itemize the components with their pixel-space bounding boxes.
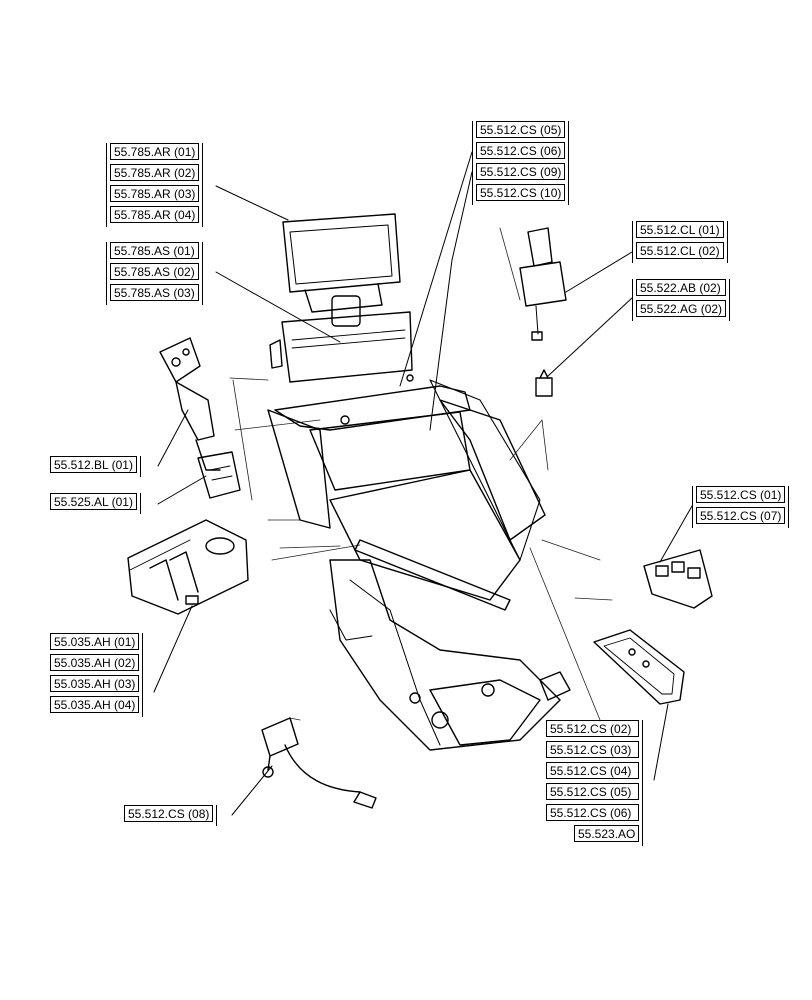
callout-label[interactable]: 55.512.BL (01) [50, 456, 137, 473]
callout-group-left-module: 55.035.AH (01) 55.035.AH (02) 55.035.AH … [50, 633, 144, 717]
callout-group-display: 55.785.AR (01) 55.785.AR (02) 55.785.AR … [106, 143, 204, 227]
callout-label[interactable]: 55.785.AR (03) [110, 185, 200, 202]
callout-group-switch: 55.522.AB (02) 55.522.AG (02) [632, 279, 731, 321]
callout-label[interactable]: 55.512.CS (05) [546, 783, 640, 800]
wire-harness [261, 717, 377, 809]
right-switch-module [643, 549, 713, 609]
callout-group-joystick: 55.512.CL (01) 55.512.CL (02) [632, 221, 728, 263]
callout-label[interactable]: 55.512.CS (04) [546, 762, 640, 779]
callout-label[interactable]: 55.522.AG (02) [636, 300, 727, 317]
armrest-pad [593, 629, 685, 705]
callout-label[interactable]: 55.035.AH (04) [50, 696, 140, 713]
display-monitor [282, 213, 401, 327]
callout-label[interactable]: 55.512.CS (10) [476, 184, 566, 201]
callout-label[interactable]: 55.035.AH (01) [50, 633, 140, 650]
callout-label[interactable]: 55.785.AS (01) [110, 242, 199, 259]
callout-group-armrest-pad: 55.512.CS (02) 55.512.CS (03) 55.512.CS … [546, 720, 644, 846]
callout-label[interactable]: 55.512.CL (02) [636, 242, 724, 259]
callout-label[interactable]: 55.512.CS (07) [696, 507, 786, 524]
callout-label[interactable]: 55.522.AB (02) [636, 279, 727, 296]
callout-label[interactable]: 55.785.AR (01) [110, 143, 200, 160]
callout-label[interactable]: 55.512.CS (05) [476, 121, 566, 138]
callout-label[interactable]: 55.512.CS (09) [476, 163, 566, 180]
console-base [329, 559, 571, 751]
callout-label[interactable]: 55.035.AH (03) [50, 675, 140, 692]
callout-label[interactable]: 55.512.CS (02) [546, 720, 640, 737]
callout-label[interactable]: 55.525.AL (01) [50, 493, 137, 510]
callout-label[interactable]: 55.512.CS (06) [476, 142, 566, 159]
callout-label[interactable]: 55.512.CS (03) [546, 741, 640, 758]
console-upper [267, 311, 546, 611]
joystick-top-right [519, 227, 567, 341]
callout-label[interactable]: 55.785.AS (03) [110, 284, 199, 301]
toggle-switch [535, 369, 553, 397]
callout-label[interactable]: 55.785.AS (02) [110, 263, 199, 280]
callout-label[interactable]: 55.785.AR (04) [110, 206, 200, 223]
callout-group-console: 55.512.CS (05) 55.512.CS (06) 55.512.CS … [472, 121, 570, 205]
controller-unit [197, 451, 241, 499]
callout-label[interactable]: 55.785.AR (02) [110, 164, 200, 181]
leader-lines [153, 151, 693, 816]
callout-label[interactable]: 55.512.CS (06) [546, 804, 640, 821]
callout-group-display-mount: 55.785.AS (01) 55.785.AS (02) 55.785.AS … [106, 242, 203, 305]
section-lines [229, 227, 613, 721]
callout-group-controller: 55.525.AL (01) [50, 493, 141, 514]
callout-label[interactable]: 55.512.CS (08) [124, 805, 214, 822]
callout-label[interactable]: 55.512.CS (01) [696, 486, 786, 503]
callout-label[interactable]: 55.512.CL (01) [636, 221, 724, 238]
callout-label[interactable]: 55.523.AO [574, 825, 640, 842]
callout-group-harness: 55.512.CS (08) [124, 805, 218, 826]
left-control-module [127, 519, 249, 615]
callout-group-left-joystick: 55.512.BL (01) [50, 456, 141, 477]
callout-group-right-switch: 55.512.CS (01) 55.512.CS (07) [692, 486, 790, 528]
callout-label[interactable]: 55.035.AH (02) [50, 654, 140, 671]
joystick-left [159, 337, 221, 471]
